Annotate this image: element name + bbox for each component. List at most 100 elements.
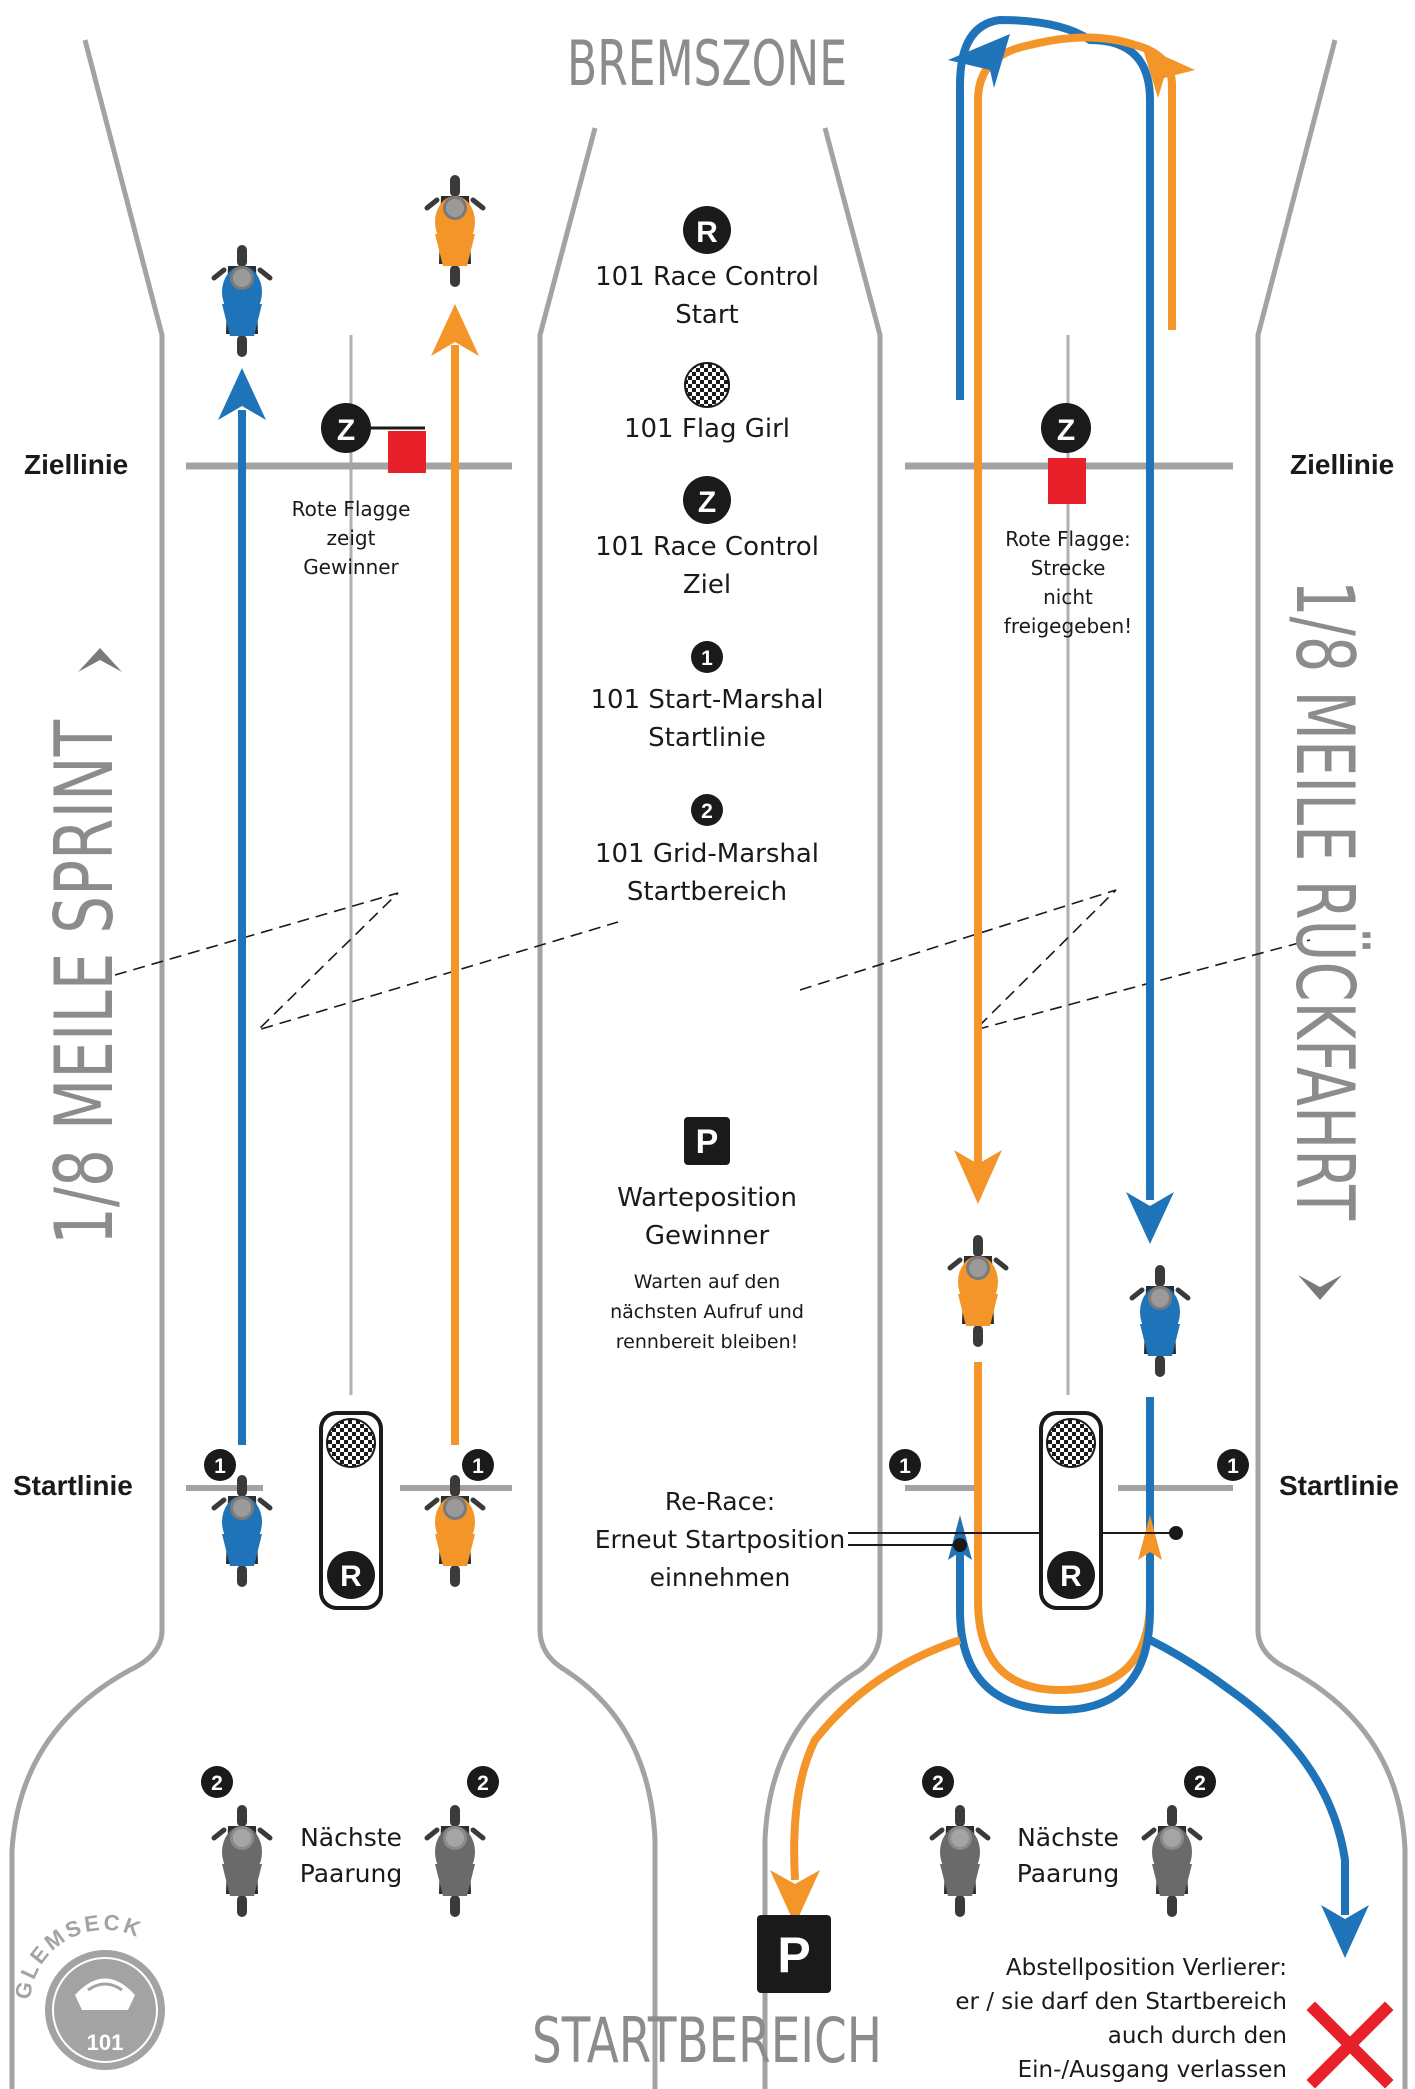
rider-orange-right-waiting	[950, 1235, 1006, 1347]
svg-text:1: 1	[214, 1455, 226, 1478]
label-ziellinie-right: Ziellinie	[1290, 449, 1394, 480]
parking-line1: Warteposition	[617, 1183, 797, 1213]
start-marshal-badges: 1 1 1 1	[204, 1449, 1249, 1481]
orange-arrowhead-top	[1142, 46, 1195, 98]
svg-text:1: 1	[899, 1455, 911, 1478]
grid-marshal-badges: 2 2 2 2	[201, 1766, 1216, 1798]
finish-control-right: Z	[1041, 403, 1091, 504]
svg-text:2: 2	[477, 1772, 489, 1795]
control-booth-left: R	[319, 1411, 383, 1610]
track-outlines	[9, 39, 1408, 2089]
logo-number: 101	[87, 2030, 124, 2055]
legend-z-line1: 101 Race Control	[595, 532, 819, 562]
left-next-pair-2: Paarung	[300, 1859, 402, 1888]
label-startlinie-left: Startlinie	[13, 1470, 133, 1501]
legend-r-line2: Start	[675, 300, 739, 330]
parking-note1: Warten auf den	[634, 1271, 780, 1293]
left-flag-note-2: zeigt	[327, 526, 376, 550]
svg-text:1: 1	[701, 647, 713, 670]
loser-note-1: Abstellposition Verlierer:	[1006, 1955, 1287, 1981]
legend-2-line1: 101 Grid-Marshal	[595, 839, 819, 869]
legend-1-line2: Startlinie	[648, 723, 766, 753]
svg-text:1: 1	[1227, 1455, 1239, 1478]
legend-2-line2: Startbereich	[627, 877, 787, 907]
right-flag-note-1: Rote Flagge:	[1005, 527, 1131, 551]
right-flag-note-4: freigegeben!	[1004, 614, 1132, 638]
glemseck-logo: GLEMSECK 101	[10, 1910, 165, 2070]
rerace-line3: einnehmen	[650, 1563, 791, 1592]
vertical-title-sprint: 1/8 MEILE SPRINT	[38, 719, 131, 1245]
right-flag-note-2: Strecke	[1031, 556, 1106, 580]
rerace-line2: Erneut Startposition	[595, 1525, 846, 1554]
loser-note-2: er / sie darf den Startbereich	[955, 1989, 1287, 2015]
rerace-line1: Re-Race:	[665, 1487, 775, 1516]
control-booth-right: R	[1039, 1411, 1103, 1610]
svg-text:2: 2	[932, 1772, 944, 1795]
blue-down-arrow	[1126, 1192, 1174, 1244]
svg-text:2: 2	[1194, 1772, 1206, 1795]
orange-down-arrow	[954, 1150, 1002, 1204]
dashed-connectors	[114, 889, 1311, 1032]
parking-note2: nächsten Aufruf und	[610, 1301, 804, 1323]
blue-arrow-to-exit	[1321, 1905, 1369, 1958]
blue-arrowhead-top	[948, 34, 1010, 88]
loser-note-4: Ein-/Ausgang verlassen	[1018, 2057, 1287, 2083]
red-flag-right	[1048, 458, 1086, 504]
finish-control-left: Z	[321, 403, 426, 473]
badge-z-text: Z	[1057, 414, 1075, 447]
rerace-connector	[848, 1526, 1183, 1552]
rider-grey-right-1	[932, 1805, 988, 1917]
loser-note-3: auch durch den	[1108, 2023, 1287, 2049]
right-next-pair-1: Nächste	[1017, 1823, 1119, 1852]
legend-flag-line1: 101 Flag Girl	[624, 414, 790, 444]
right-top-loop	[956, 15, 1176, 1200]
left-orange-route	[431, 304, 479, 1445]
title-bremszone: BREMSZONE	[567, 27, 847, 100]
badge-r-text: R	[340, 1560, 362, 1593]
svg-text:1: 1	[472, 1455, 484, 1478]
right-flag-note-3: nicht	[1043, 585, 1093, 609]
left-flag-note-3: Gewinner	[303, 555, 399, 579]
orange-arrow-to-parking	[770, 1870, 820, 1925]
left-blue-route	[218, 368, 266, 1445]
svg-text:P: P	[696, 1123, 719, 1161]
legend-r-line1: 101 Race Control	[595, 262, 819, 292]
exit-x-icon	[1306, 2001, 1394, 2089]
rider-blue-right-waiting	[1132, 1265, 1188, 1377]
legend: R 101 Race Control Start 101 Flag Girl Z…	[590, 206, 824, 1353]
orange-up-arrow-start	[1138, 1515, 1162, 1560]
rider-orange-left-start	[427, 1475, 483, 1587]
left-next-pair-1: Nächste	[300, 1823, 402, 1852]
right-next-pair-2: Paarung	[1017, 1859, 1119, 1888]
parking-line2: Gewinner	[645, 1221, 770, 1251]
svg-text:Z: Z	[698, 486, 716, 519]
legend-1-line1: 101 Start-Marshal	[590, 685, 823, 715]
label-ziellinie-left: Ziellinie	[24, 449, 128, 480]
svg-text:2: 2	[211, 1772, 223, 1795]
rider-grey-left-1	[214, 1805, 270, 1917]
rider-blue-left-start	[214, 1475, 270, 1587]
lane-dividers	[349, 335, 1070, 1395]
svg-text:R: R	[696, 216, 718, 249]
vertical-title-rueckfahrt: 1/8 MEILE RÜCKFAHRT	[1278, 580, 1371, 1221]
up-chevron-icon	[78, 648, 122, 672]
rider-grey-left-2	[427, 1805, 483, 1917]
parking-box-winner: P	[684, 1117, 730, 1165]
title-startbereich: STARTBEREICH	[532, 2004, 882, 2077]
rider-orange-left-finish	[427, 175, 483, 287]
blue-up-arrow-start	[948, 1515, 972, 1560]
right-bottom-loop	[790, 1362, 1349, 1915]
badge-r-text: R	[1060, 1560, 1082, 1593]
down-chevron-icon	[1298, 1275, 1342, 1300]
left-flag-note-1: Rote Flagge	[292, 497, 411, 521]
parking-note3: rennbereit bleiben!	[616, 1331, 799, 1353]
rider-blue-left-finish	[214, 245, 270, 357]
svg-text:P: P	[777, 1927, 810, 1983]
parking-box-startarea: P	[757, 1915, 831, 1993]
legend-z-line2: Ziel	[683, 570, 731, 600]
svg-text:2: 2	[701, 800, 713, 823]
badge-z-text: Z	[337, 414, 355, 447]
red-flag-left	[388, 431, 426, 473]
label-startlinie-right: Startlinie	[1279, 1470, 1399, 1501]
